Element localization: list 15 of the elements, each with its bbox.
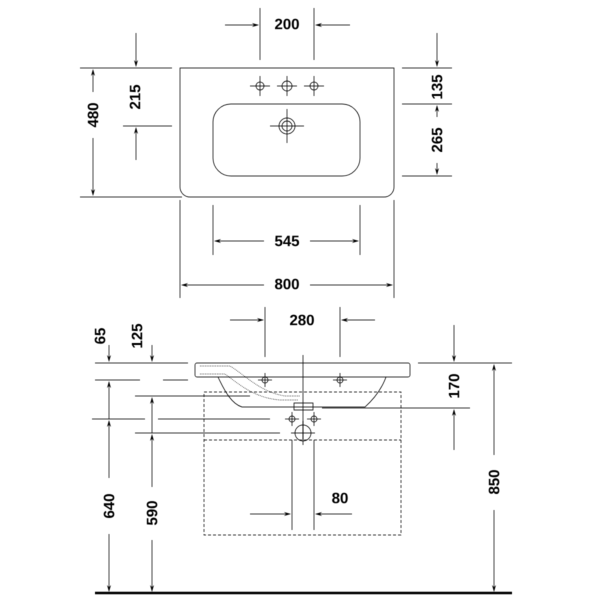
dimension-label: 65 [94, 328, 106, 344]
dimension-label: 265 [432, 128, 442, 152]
dimension-label: 125 [132, 324, 142, 348]
dimension-label: 545 [274, 236, 300, 246]
dimension-label: 800 [274, 278, 299, 290]
dimension-label: 135 [432, 74, 442, 99]
dimension-label: 170 [448, 374, 460, 398]
dimension-label: 215 [130, 84, 140, 109]
dimension-label: 280 [290, 314, 314, 326]
dimension-label: 480 [88, 103, 98, 128]
dimension-label: 640 [104, 494, 114, 518]
dimension-label: 200 [275, 18, 299, 30]
dimension-label: 80 [332, 492, 348, 504]
dimension-label: 850 [488, 470, 500, 494]
dimension-label: 590 [146, 501, 158, 526]
